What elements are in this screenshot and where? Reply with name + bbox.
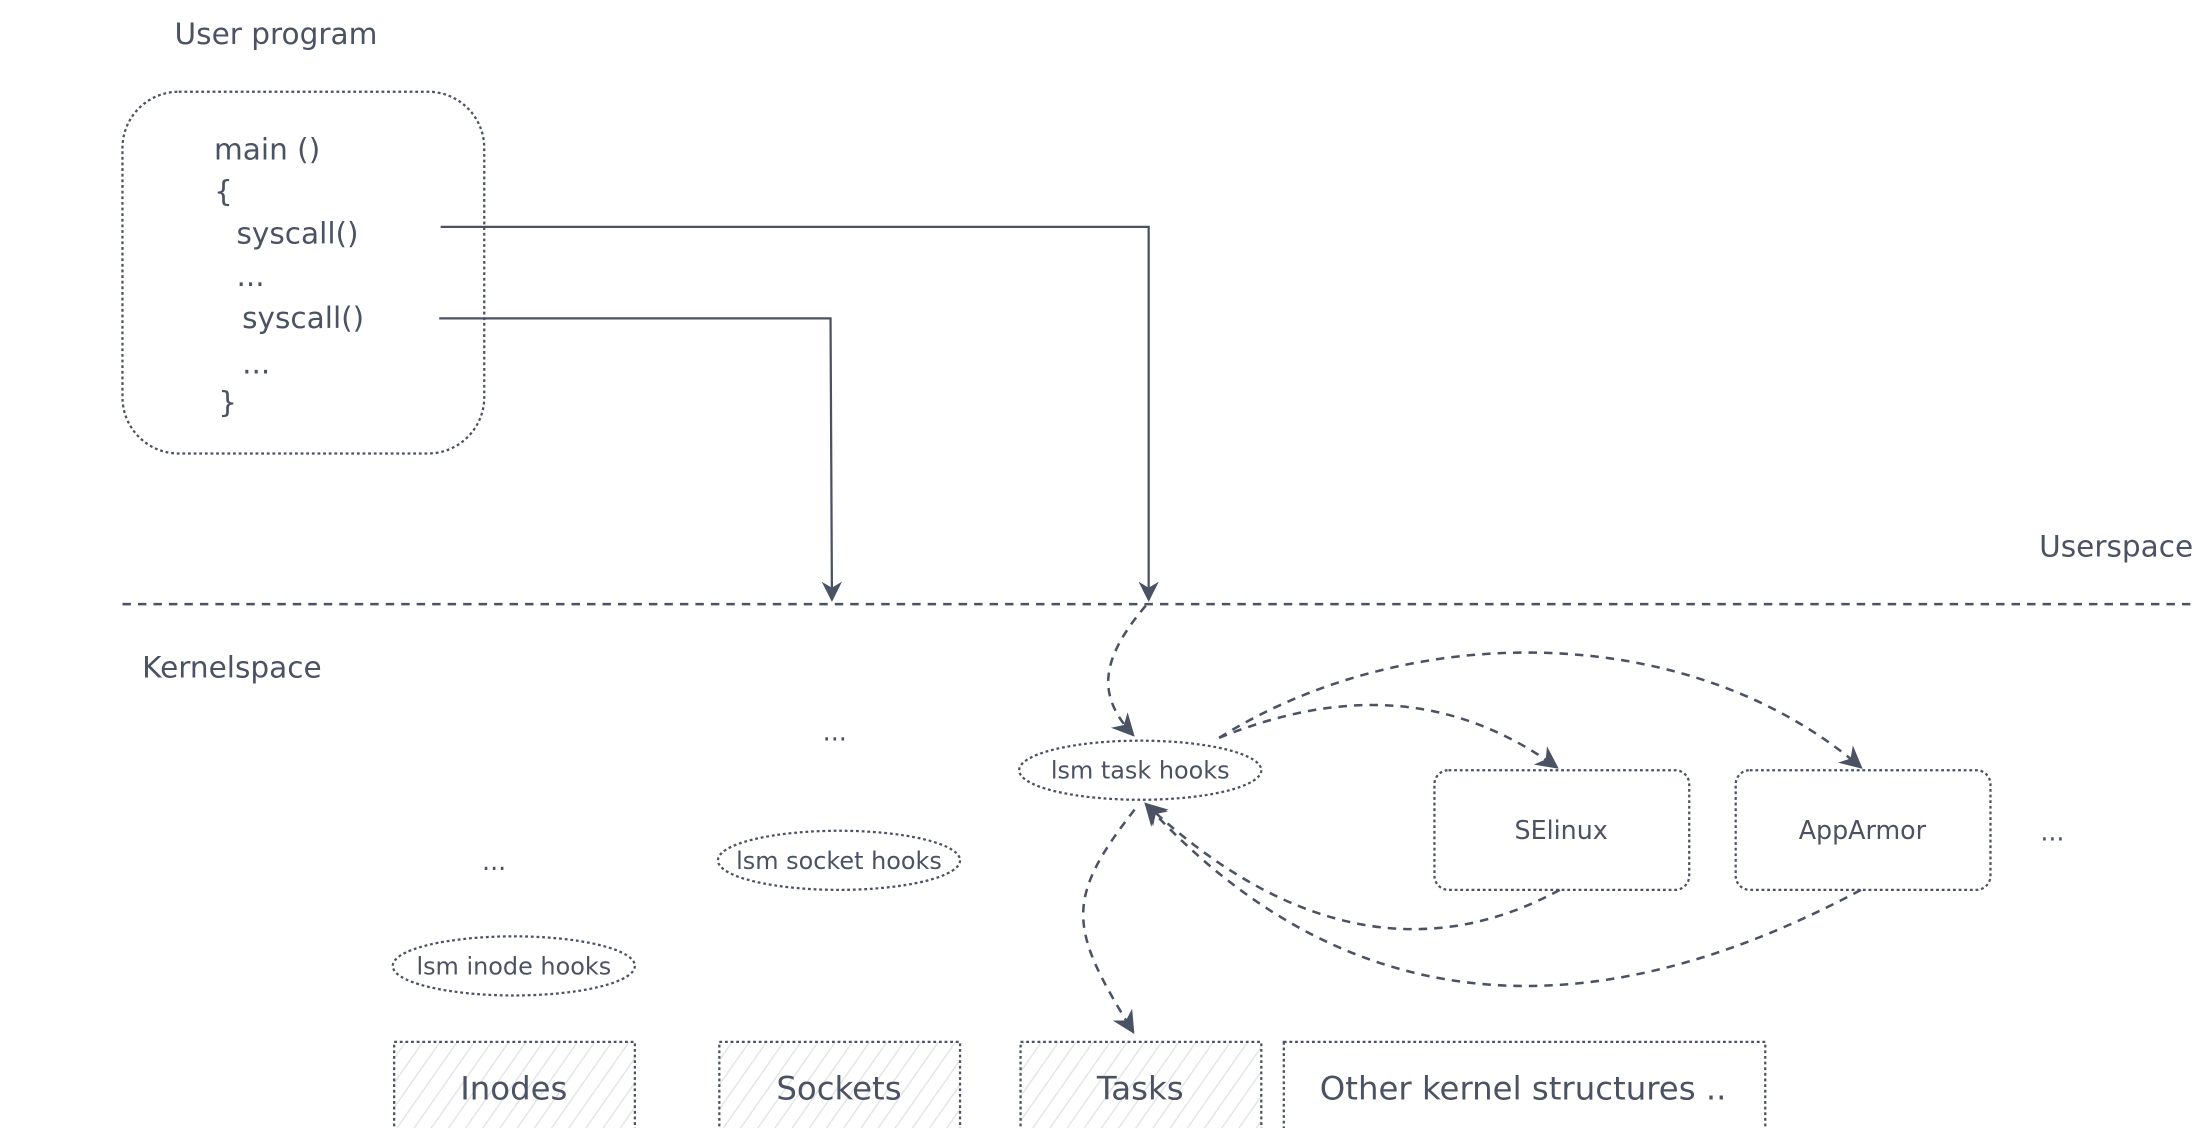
code-line: syscall() [242,301,364,335]
ellipsis: ... [482,846,506,876]
inode-hooks-label: lsm inode hooks [416,952,611,980]
tasks-label: Tasks [1096,1070,1184,1108]
flow-to-selinux [1218,703,1559,769]
task-hooks-label: lsm task hooks [1051,757,1230,785]
inode-hooks-node [391,935,636,997]
kernelspace-label: Kernelspace [142,650,322,684]
flow-from-selinux [1144,802,1561,931]
ellipsis: ... [823,717,847,747]
inodes-label: Inodes [460,1070,567,1108]
code-line: main () [214,132,320,166]
code-line: ... [242,346,270,380]
user-program-box [121,90,486,455]
code-line: syscall() [236,217,358,251]
inodes-box [393,1040,636,1128]
selinux-label: SElinux [1515,815,1608,845]
apparmor-label: AppArmor [1799,815,1927,845]
flow-to-apparmor [1218,651,1863,769]
userspace-label: Userspace [2039,529,2193,563]
syscall-arrow-2 [439,317,842,602]
other-structures-label: Other kernel structures .. [1320,1070,1727,1108]
socket-hooks-node [716,829,962,892]
task-hooks-node [1018,739,1263,801]
syscall-arrow-1 [440,225,1159,602]
sockets-label: Sockets [776,1070,901,1108]
apparmor-box [1734,769,1992,892]
code-line: } [218,386,237,420]
selinux-box [1433,769,1691,892]
code-line: { [214,175,233,209]
code-line: ... [236,259,264,293]
socket-hooks-label: lsm socket hooks [736,847,942,875]
flow-from-apparmor [1144,802,1862,988]
tasks-box [1019,1040,1263,1128]
flow-to-tasks [1082,808,1136,1034]
flow-to-task-hooks [1106,604,1147,737]
other-structures-box [1282,1040,1767,1128]
sockets-box [718,1040,962,1128]
user-program-title: User program [175,17,378,51]
more-modules: ... [2040,817,2064,847]
